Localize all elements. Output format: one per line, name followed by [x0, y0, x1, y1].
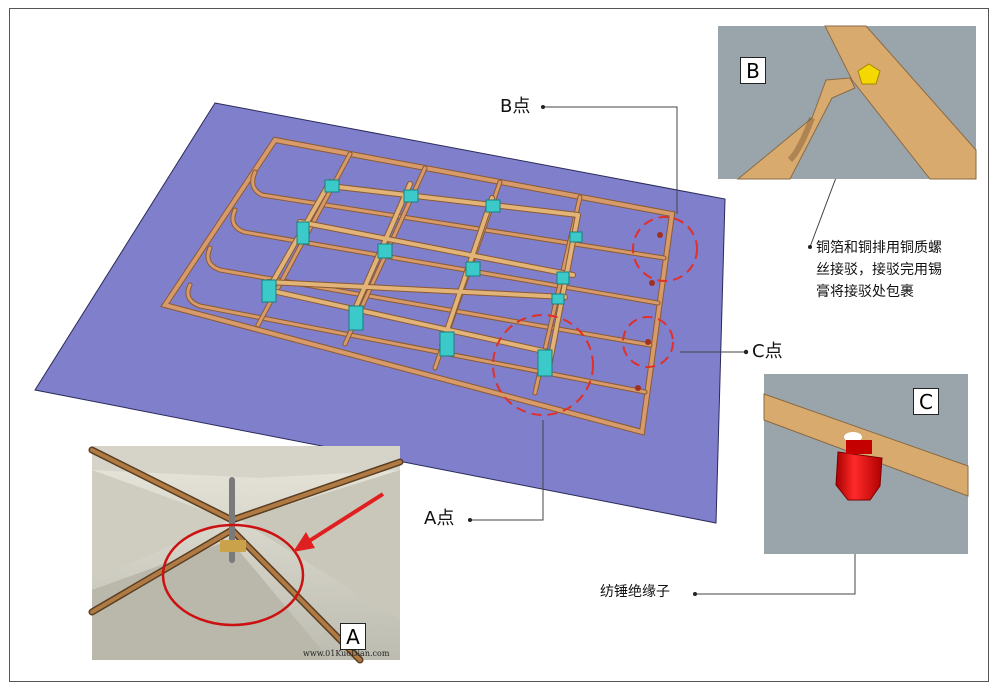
inset-tag-a: A [340, 623, 366, 650]
insulator-markers [635, 232, 663, 391]
inset-b [718, 25, 977, 180]
copper-bar-grid [265, 179, 581, 375]
highlight-circles [492, 216, 698, 416]
label-point-b: B点 [500, 96, 531, 117]
connection-point-icon [857, 63, 881, 85]
note-line-2: 丝接驳，接驳完用锡 [816, 262, 942, 278]
highlight-circle-b [632, 216, 698, 282]
pedestal-group [261, 179, 583, 377]
highlight-circle-a [492, 314, 594, 416]
note-line-3: 膏将接驳处包裹 [816, 284, 914, 300]
label-insulator: 纺锤绝缘子 [600, 584, 670, 600]
inset-a-photo [88, 446, 404, 664]
copper-strip-outer-frame [160, 136, 676, 436]
inset-tag-b: B [740, 57, 766, 84]
leader-dots [468, 105, 812, 596]
connection-note: 铜箔和铜排用铜质螺 丝接驳，接驳完用锡 膏将接驳处包裹 [816, 237, 942, 303]
leader-line-a [470, 420, 544, 521]
label-point-a: A点 [424, 508, 455, 529]
diagram-border [9, 8, 989, 682]
photo-watermark: www.01KuoDian.com [303, 649, 390, 658]
highlight-circle-c [622, 316, 674, 368]
inset-tag-c: C [913, 388, 939, 415]
insulator-icon [835, 451, 883, 501]
label-point-c: C点 [752, 341, 783, 362]
leader-line-b [543, 106, 678, 214]
note-line-1: 铜箔和铜排用铜质螺 [816, 240, 942, 256]
